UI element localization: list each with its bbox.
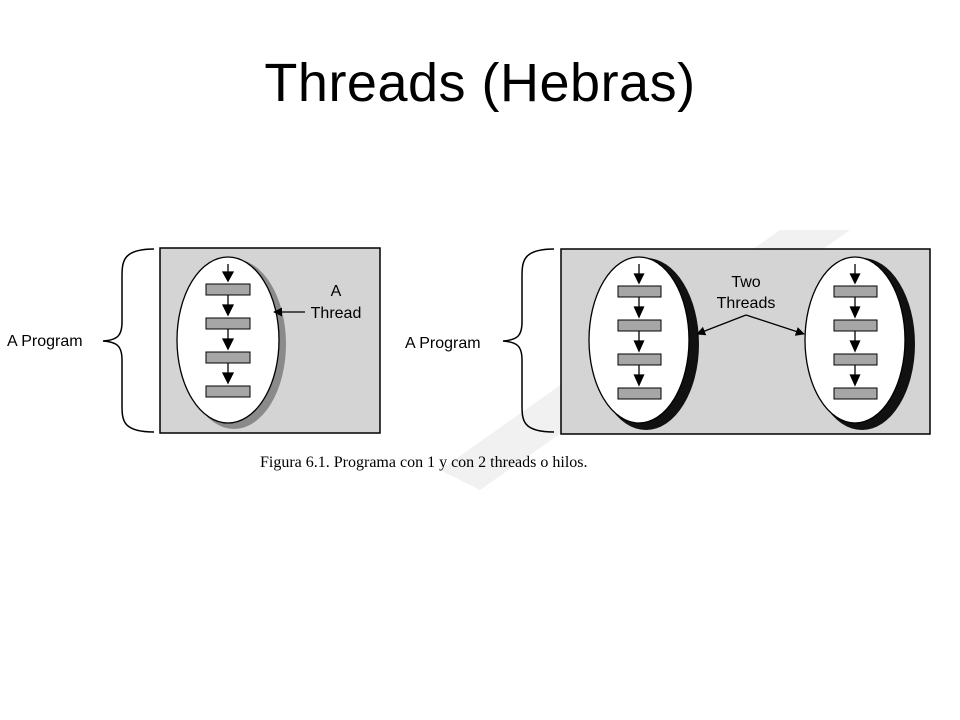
step-block (617, 353, 662, 366)
left-program-brace (102, 248, 155, 433)
step-block (205, 351, 251, 364)
right-thread2-steps (833, 285, 878, 400)
step-block (205, 283, 251, 296)
a-thread-label-line1: A (331, 283, 342, 300)
step-block (617, 285, 662, 298)
left-program-label: A Program (7, 333, 83, 350)
right-program-brace (502, 248, 555, 433)
right-thread2-arrows (849, 264, 861, 387)
step-block (617, 387, 662, 400)
slide-title: Threads (Hebras) (264, 53, 696, 113)
two-threads-label-line2: Threads (717, 295, 776, 312)
step-block (833, 353, 878, 366)
step-block (833, 319, 878, 332)
right-program-label: A Program (405, 335, 481, 352)
step-block (833, 285, 878, 298)
step-block (617, 319, 662, 332)
step-block (833, 387, 878, 400)
right-thread1-arrows (633, 264, 645, 387)
step-block (205, 385, 251, 398)
figure-caption: Figura 6.1. Programa con 1 y con 2 threa… (260, 454, 588, 471)
right-program-figure: Two Threads A Program (405, 248, 931, 435)
two-threads-pointer-left (696, 314, 747, 336)
a-thread-label-line2: Thread (311, 305, 362, 322)
left-program-figure: A Thread A Program (7, 247, 381, 434)
two-threads-pointer-right (745, 314, 805, 336)
step-block (205, 317, 251, 330)
left-thread-arrows (221, 264, 235, 385)
two-threads-label-line1: Two (731, 274, 760, 291)
